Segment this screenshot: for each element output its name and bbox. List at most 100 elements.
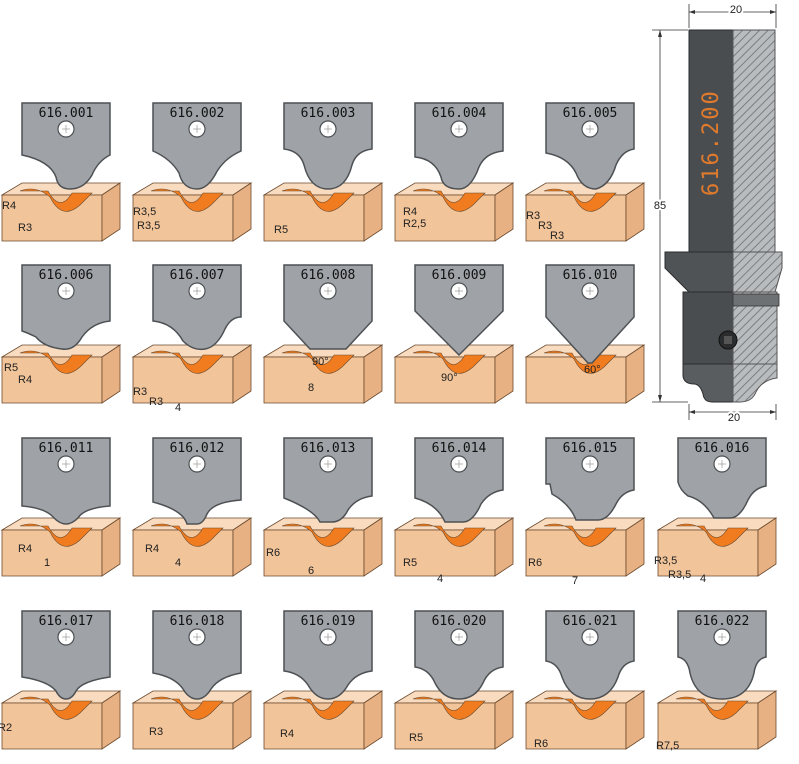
dimension-label: 8 (308, 382, 314, 394)
dimension-label: 4 (700, 573, 706, 585)
wood-block (656, 690, 778, 750)
cutter-insert (283, 264, 373, 350)
tool-height: 85 (654, 200, 666, 212)
cut-profile (150, 523, 224, 547)
wood-block (262, 517, 384, 577)
wood-block (131, 182, 253, 242)
wood-block (524, 690, 646, 750)
dimension-label: R3 (149, 726, 163, 738)
insert-code: 616.019 (301, 614, 356, 629)
cutter-insert (545, 264, 635, 364)
cutter-insert (21, 102, 111, 190)
cutter-insert (414, 264, 504, 357)
insert-code: 616.008 (301, 268, 356, 283)
cutter-insert (414, 102, 504, 190)
dimension-label: R3 (526, 210, 540, 222)
dimension-label: R5 (4, 362, 18, 374)
insert-code: 616.020 (432, 614, 487, 629)
dimension-label: R4 (18, 543, 32, 555)
insert-code: 616.002 (170, 106, 225, 121)
cutter-insert (152, 610, 242, 700)
insert-code: 616.012 (170, 441, 225, 456)
dimension-label: R5 (403, 557, 417, 569)
cutter-insert (545, 437, 635, 521)
insert-code: 616.006 (39, 268, 94, 283)
insert-code: 616.014 (432, 441, 487, 456)
router-bit-drawing: 20 85 616.200 20 (652, 2, 783, 426)
cutter-insert (283, 437, 373, 523)
cut-profile (675, 523, 749, 547)
insert-code: 616.016 (695, 441, 750, 456)
insert-code: 616.007 (170, 268, 225, 283)
cut-profile (150, 350, 224, 374)
profile-cell: 616.008 90° 8 (262, 264, 384, 404)
cutter-insert (677, 437, 767, 519)
dimension-label: R4 (280, 728, 294, 740)
cutter-insert (21, 437, 111, 525)
wood-block (524, 182, 646, 242)
dimension-label: R3 (550, 230, 564, 242)
wood-block (0, 344, 122, 404)
insert-code: 616.004 (432, 106, 487, 121)
dimension-label: 90° (312, 356, 329, 368)
cutter-insert (152, 102, 242, 190)
cut-profile (150, 696, 224, 720)
dimension-label: R3 (18, 222, 32, 234)
insert-code: 616.015 (563, 441, 618, 456)
cutter-insert (152, 264, 242, 351)
dimension-label: R3 (538, 220, 552, 232)
dimension-label: 7 (572, 575, 578, 587)
tool-bottom-width: 20 (728, 412, 740, 424)
dimension-label: R5 (274, 224, 288, 236)
cut-profile (543, 696, 617, 720)
wood-block (0, 182, 122, 242)
cut-profile (412, 696, 486, 720)
dimension-label: R2,5 (403, 218, 426, 230)
cut-profile (281, 350, 355, 374)
dimension-label: R4 (145, 543, 159, 555)
dimension-label: R6 (266, 547, 280, 559)
wood-block (131, 517, 253, 577)
wood-block (656, 517, 778, 577)
dimension-label: R3 (133, 386, 147, 398)
cut-profile (412, 188, 486, 212)
cutter-insert (21, 264, 111, 350)
dimension-label: R4 (403, 206, 417, 218)
profile-grid: 616.001R4R3616.002R3,5R3,5616.003R5616.0… (0, 102, 778, 752)
dimension-label: R6 (534, 738, 548, 750)
cut-profile (281, 188, 355, 212)
cutter-insert (283, 102, 373, 190)
insert-code: 616.005 (563, 106, 618, 121)
dimension-label: 1 (44, 557, 50, 569)
wood-block (131, 690, 253, 750)
dimension-label: R3,5 (654, 555, 677, 567)
cut-profile (150, 188, 224, 212)
insert-code: 616.017 (39, 614, 94, 629)
dimension-label: 90° (441, 372, 458, 384)
dimension-label: R5 (409, 732, 423, 744)
dimension-label: R3 (149, 396, 163, 408)
cut-profile (412, 350, 486, 374)
dimension-label: R4 (18, 374, 32, 386)
insert-code: 616.018 (170, 614, 225, 629)
insert-code: 616.022 (695, 614, 750, 629)
insert-code: 616.001 (39, 106, 94, 121)
dimension-label: R4 (2, 200, 16, 212)
cut-profile (543, 188, 617, 212)
